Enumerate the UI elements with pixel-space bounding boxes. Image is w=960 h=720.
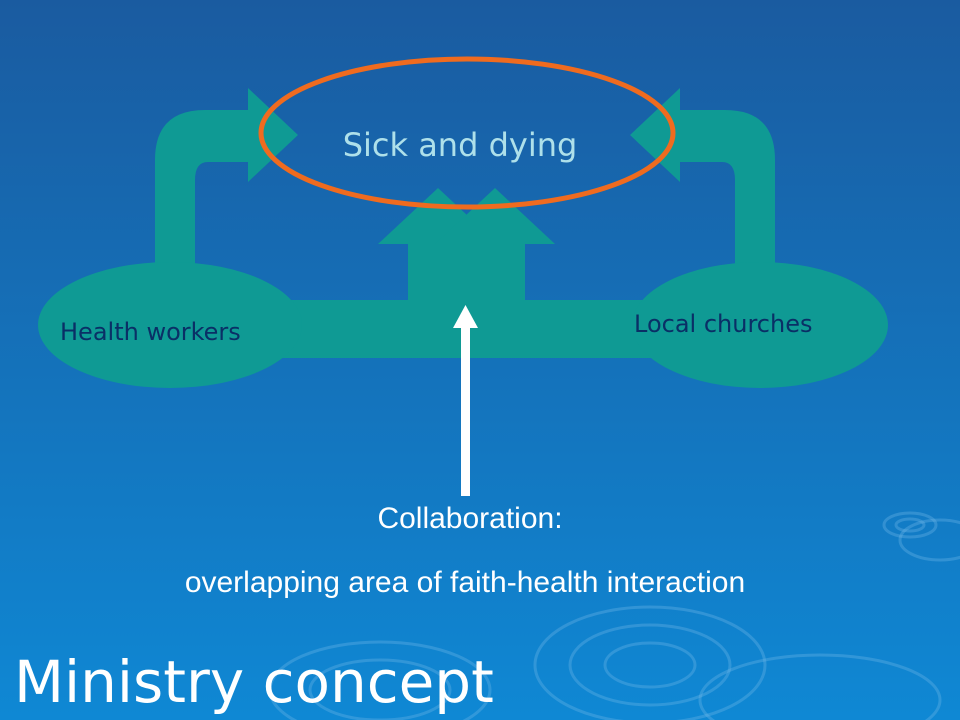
right-curved-arrow — [630, 88, 775, 270]
collaboration-heading: Collaboration: — [377, 502, 563, 535]
center-up-arrow-right — [435, 188, 555, 305]
health-workers-ellipse — [38, 262, 302, 388]
collaboration-caption: overlapping area of faith-health interac… — [184, 566, 746, 599]
slide-title: Ministry concept — [14, 648, 494, 716]
local-churches-label: Local churches — [634, 310, 813, 338]
local-churches-ellipse — [632, 262, 888, 388]
target-label: Sick and dying — [342, 126, 578, 164]
collaboration-arrow — [453, 305, 478, 496]
ripple-decoration — [268, 511, 960, 720]
health-workers-label: Health workers — [60, 318, 241, 346]
target-ellipse — [258, 56, 676, 210]
